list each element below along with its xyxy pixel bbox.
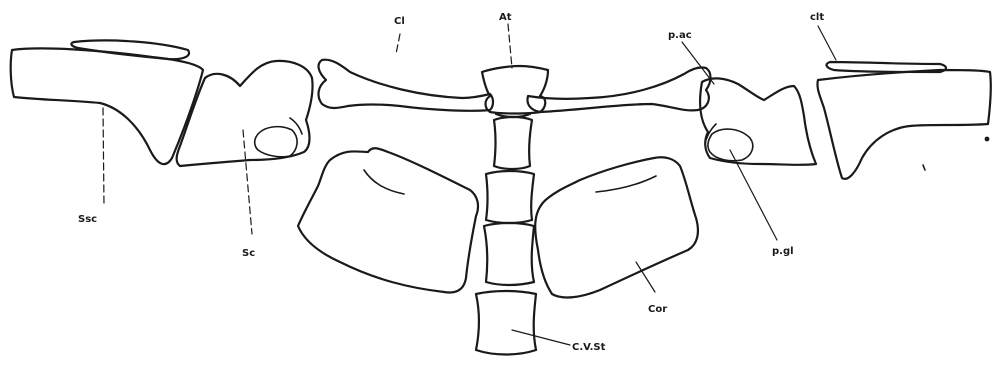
sternal-vertebra-3 — [484, 223, 534, 285]
sternal-vertebra-1 — [494, 117, 532, 169]
left-suprascapula — [11, 48, 203, 164]
right-suprascapula-dot — [985, 137, 990, 142]
leader-pac — [682, 42, 714, 84]
label-cl: Cl — [394, 16, 405, 27]
left-glenoid-notch — [290, 118, 302, 134]
label-at: At — [499, 12, 512, 23]
leader-ssc — [103, 108, 104, 206]
leader-cvst — [512, 330, 570, 345]
leader-sc — [243, 130, 252, 234]
label-pgl: p.gl — [772, 246, 794, 257]
right-suprascapula-tick — [923, 165, 925, 170]
left-coracoid — [298, 148, 478, 292]
left-clavicle — [319, 60, 493, 111]
right-coracoid — [535, 157, 698, 297]
leader-cl — [396, 34, 400, 54]
left-coracoid-ridge — [364, 170, 404, 194]
right-clavicle — [528, 67, 711, 112]
sternal-vertebra-4 — [476, 291, 536, 355]
label-cor: Cor — [648, 304, 667, 315]
label-cvst: C.V.St — [572, 342, 606, 353]
label-ssc: Ssc — [78, 214, 97, 225]
right-glenoid-outline — [708, 129, 753, 161]
right-suprascapula — [817, 70, 990, 179]
label-sc: Sc — [242, 248, 255, 259]
label-clt: clt — [810, 12, 824, 23]
label-pac: p.ac — [668, 30, 692, 41]
sternal-vertebra-2 — [486, 171, 534, 223]
left-scapula — [177, 61, 313, 166]
left-glenoid-outline — [255, 127, 297, 157]
leader-at — [508, 24, 512, 68]
right-coracoid-ridge — [596, 176, 656, 192]
leader-clt — [818, 26, 836, 60]
right-scapula — [700, 78, 816, 165]
